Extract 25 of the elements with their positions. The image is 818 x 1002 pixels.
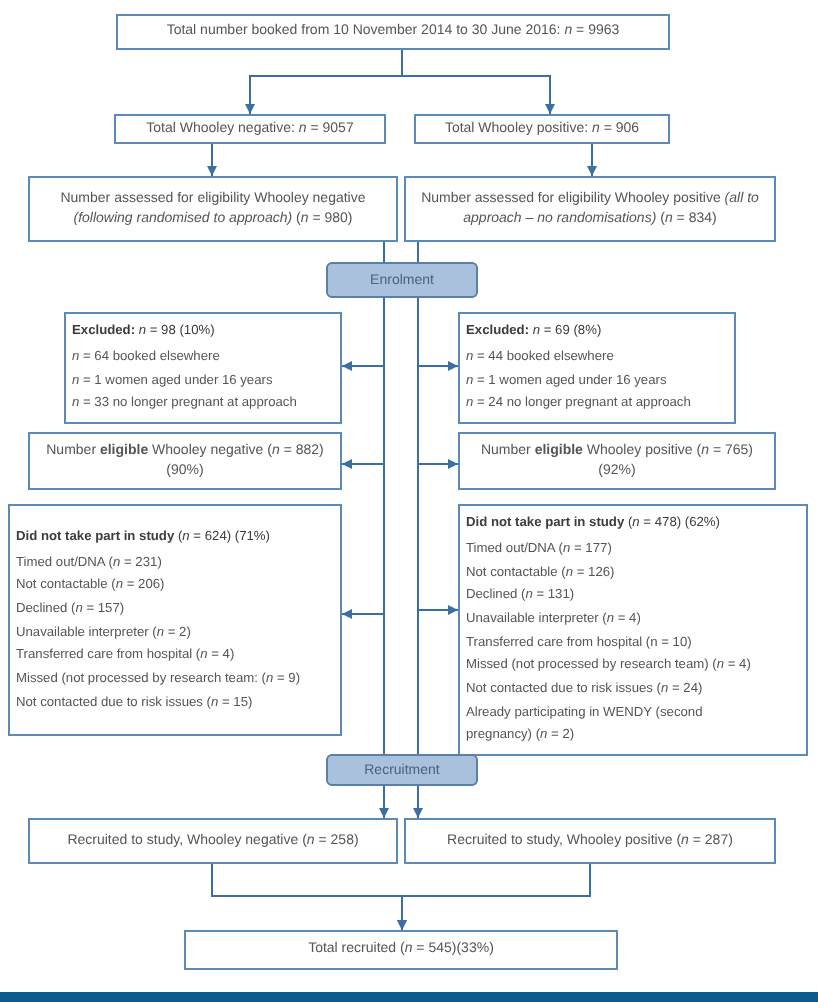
process-box <box>28 818 398 864</box>
process-box <box>28 176 398 242</box>
arrow <box>413 785 423 819</box>
stage-label-box <box>326 754 478 786</box>
connector-line <box>417 297 419 755</box>
process-box <box>184 930 618 970</box>
process-box <box>404 818 776 864</box>
exclusion-box <box>458 312 736 424</box>
process-box <box>114 114 386 144</box>
connector-line <box>383 297 385 755</box>
exclusion-box <box>64 312 342 424</box>
exclusion-box <box>458 504 808 756</box>
arrow <box>397 863 591 931</box>
arrow <box>379 785 389 819</box>
stage-label-box <box>326 262 478 298</box>
process-box <box>414 114 670 144</box>
process-box <box>404 176 776 242</box>
process-box <box>116 14 670 50</box>
process-box <box>28 432 342 490</box>
connector-line <box>417 241 419 263</box>
arrow <box>587 143 597 177</box>
process-box <box>458 432 776 490</box>
arrow <box>207 143 217 177</box>
exclusion-box <box>8 504 342 736</box>
connector-line <box>383 241 385 263</box>
